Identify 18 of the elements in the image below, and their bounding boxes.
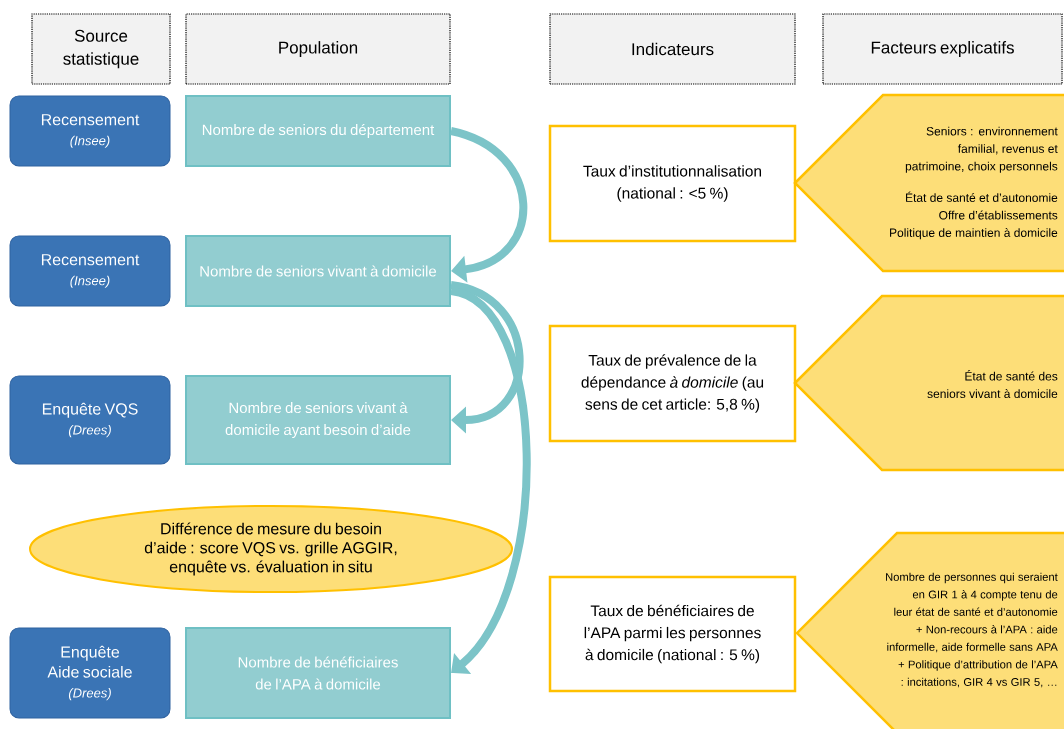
population-box: Nombre de seniors vivant à domicile ayant besoin d’aide [185,375,451,465]
source-box: Recensement (Insee) [9,235,171,307]
indicator-box: Taux d’institutionnalisation (national : <5 %) [548,124,797,243]
source-box: Enquête Aide sociale (Drees) [9,627,171,719]
column-header: Source statistique [31,13,171,85]
indicator-box: Taux de bénéficiaires de l’APA parmi les personnes à domicile (national : 5 %) [548,575,797,693]
indicator-box: Taux de prévalence de la dépendance à domicile (au sens de cet article: 5,8 %) [548,324,797,443]
curved-arrow [449,127,528,283]
source-box: Enquête VQS (Drees) [9,375,171,465]
population-box: Nombre de seniors vivant à domicile [185,235,451,307]
source-box: Recensement (Insee) [9,95,171,167]
column-header: Population [185,13,451,85]
population-box: Nombre de bénéficiaires de l’APA à domicile [185,627,451,719]
column-header: Facteurs explicatifs [822,13,1063,85]
population-box: Nombre de seniors du département [185,95,451,167]
curved-arrow [449,287,531,674]
curved-arrow [450,281,524,434]
column-header: Indicateurs [549,13,796,85]
